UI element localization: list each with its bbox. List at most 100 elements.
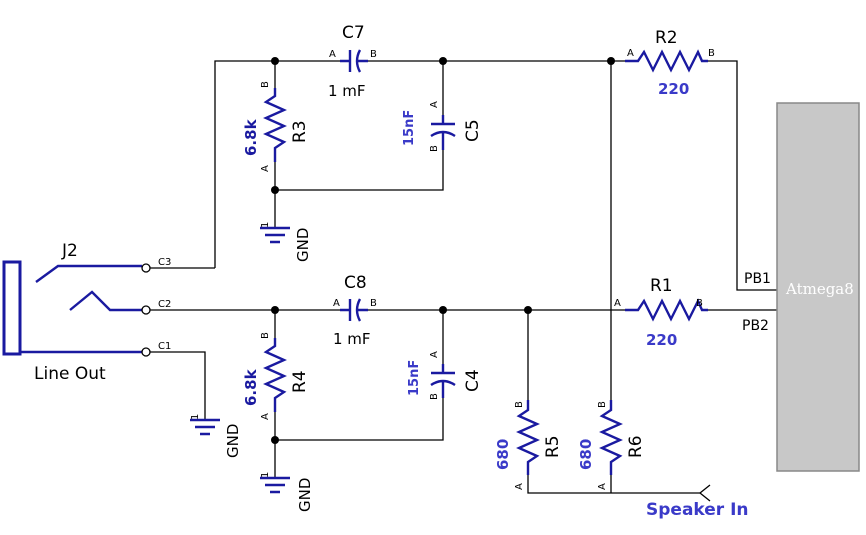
c5-plate-b-icon [430,130,456,150]
speaker-in-label: Speaker In [646,500,749,520]
mcu-label: Atmega8 [785,280,854,298]
ground-2: 1 GND [190,414,242,458]
r2-pin-a: A [627,48,634,59]
c8-plate-b-icon [355,298,368,322]
capacitor-c4: A B C4 15nF [407,351,483,400]
c7-pin-b: B [370,49,377,60]
ground-1-pin: 1 [260,222,271,228]
r2-value: 220 [658,80,689,98]
j2-label: Line Out [34,364,106,384]
c8-pin-b: B [370,298,377,309]
ground-3-label: GND [296,478,314,512]
junction-dot [271,436,279,444]
r1-value: 220 [646,331,677,349]
junction-dot [439,57,447,65]
ground-icon [260,226,290,244]
r4-pin-a: A [260,413,271,420]
r4-ref: R4 [290,370,310,393]
r3-pin-b: B [260,81,271,88]
r1-zigzag-icon [625,298,708,322]
r3-zigzag-icon [263,88,287,162]
ground-1: 1 GND [260,222,312,262]
resistor-r4: B A R4 6.8k [242,332,310,420]
c7-plate-a-icon [340,50,352,72]
ground-icon [190,418,220,436]
resistor-r5: B A R5 680 [494,400,563,490]
c8-ref: C8 [344,273,367,293]
wire-r3-c5-bottom [274,150,444,191]
c4-value: 15nF [407,360,422,396]
c5-value: 15nF [402,110,417,146]
r5-zigzag-icon [516,400,540,475]
junction-dot [271,57,279,65]
j2-pin-c3: C3 [158,257,171,268]
c8-pin-a: A [333,298,340,309]
pin-c3-icon [141,263,151,273]
r5-pin-a: A [514,483,525,490]
c4-pin-a: A [429,351,440,358]
c4-ref: C4 [463,369,483,392]
wire-c1-gnd [150,351,206,420]
r5-ref: R5 [543,435,563,458]
mcu-body [776,102,860,472]
r6-ref: R6 [626,435,646,458]
r2-zigzag-icon [625,49,708,73]
wires [150,60,777,502]
j2-pin-c2: C2 [158,299,171,310]
mcu-pin-pb2: PB2 [742,318,769,334]
r1-ref: R1 [650,276,673,296]
r6-pin-a: A [597,483,608,490]
j2-ref: J2 [61,241,78,261]
ground-3: 1 GND [260,472,314,512]
r4-pin-b: B [260,332,271,339]
r1-pin-b: B [696,298,703,309]
mcu-pin-pb1: PB1 [744,271,771,287]
r4-value: 6.8k [242,368,260,406]
capacitor-c8: C8 A B 1 mF [333,273,377,348]
c8-plate-a-icon [340,299,352,321]
c5-pin-b: B [429,145,440,152]
resistor-r2: R2 A B 220 [625,28,715,98]
r4-zigzag-icon [263,338,287,412]
c4-pin-b: B [429,393,440,400]
resistor-r6: B A R6 680 [577,400,646,490]
c7-value: 1 mF [328,82,366,100]
j2-pin-c1: C1 [158,341,171,352]
c7-pin-a: A [329,49,336,60]
r3-value: 6.8k [242,118,260,156]
c8-value: 1 mF [333,330,371,348]
c5-plate-a-icon [431,115,455,126]
jack-body-icon [2,260,22,356]
r6-zigzag-icon [599,400,623,475]
resistor-r3: B A R3 6.8k [242,81,310,172]
r2-ref: R2 [655,28,678,48]
resistor-r1: R1 A B 220 [614,276,708,349]
junctions [271,57,615,444]
junction-dot [439,306,447,314]
r3-ref: R3 [290,120,310,143]
r6-value: 680 [577,439,595,470]
r5-pin-b: B [514,401,525,408]
capacitor-c7: C7 A B 1 mF [328,23,377,100]
junction-dot [271,306,279,314]
ground-3-pin: 1 [260,472,271,478]
junction-dot [607,57,615,65]
wire-c3-top [214,60,340,268]
ground-2-pin: 1 [190,414,201,420]
capacitor-c5: A B C5 15nF [402,101,483,152]
c5-ref: C5 [463,119,483,142]
c7-plate-b-icon [355,49,368,73]
junction-dot [271,186,279,194]
r6-pin-b: B [597,401,608,408]
mcu-atmega8: Atmega8 PB1 PB2 [742,102,860,472]
junction-dot [524,306,532,314]
ground-1-label: GND [294,228,312,262]
r5-value: 680 [494,439,512,470]
r1-pin-a: A [614,298,621,309]
pin-c1-icon [141,347,151,357]
r3-pin-a: A [260,165,271,172]
ground-2-label: GND [224,424,242,458]
jack-j2: J2 C3 C2 C1 Line Out [2,241,171,384]
jack-ring-contact-icon [69,290,142,312]
